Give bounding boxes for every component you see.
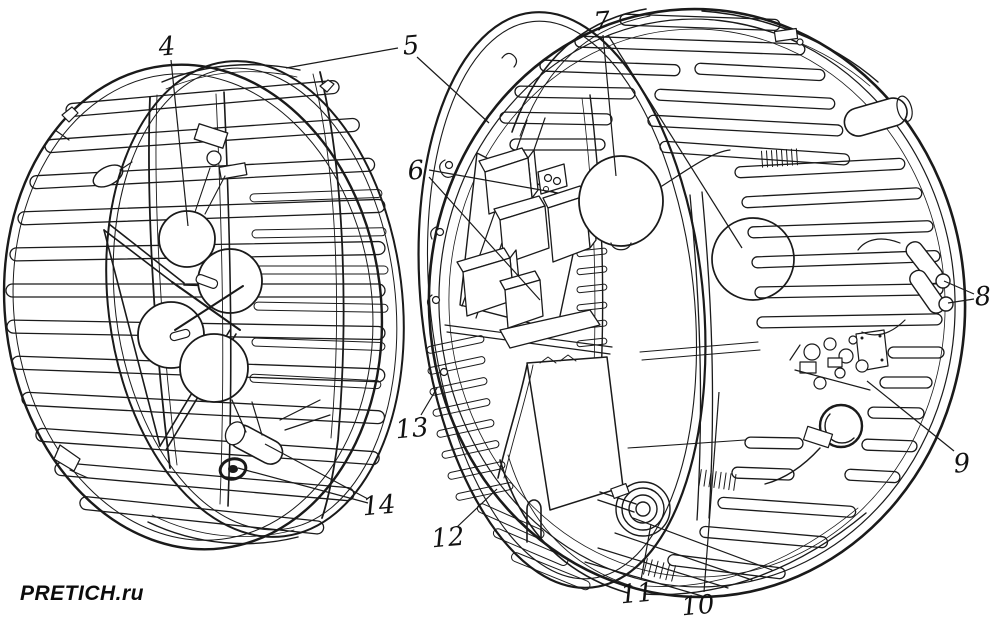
right-drum-panels: [497, 309, 624, 511]
callout-11-leader: [640, 523, 652, 581]
left-drum-bottom-pods: [218, 399, 331, 481]
callout-11: 11: [619, 578, 655, 611]
callout-8-leader: [947, 298, 975, 304]
right-drum-rim-cylinders: [857, 238, 954, 336]
callout-14-leader: [237, 467, 369, 504]
callout-5-leader: [416, 56, 490, 124]
right-drum-frame: [584, 191, 773, 597]
rim-brackets: [426, 27, 804, 543]
callout-12-leader: [456, 488, 498, 528]
callout-6-leader: [428, 169, 559, 194]
right-drum-ribs: [426, 13, 945, 591]
callout-4-leader: [170, 59, 189, 227]
right-drum-outer-rim: [427, 7, 967, 599]
callout-6-leader: [428, 176, 541, 301]
right-drum-equipment-boxes: [444, 117, 613, 355]
callout-12: 12: [430, 522, 466, 555]
left-drum-ribs: [5, 80, 389, 535]
left-drum-spherical-tanks: [137, 210, 263, 403]
left-drum: [2, 60, 405, 551]
louver-patches: [643, 148, 799, 582]
right-drum-top-capsule: [843, 95, 913, 137]
callout-9-leader: [866, 380, 955, 452]
pod: [92, 164, 124, 188]
right-drum-sphere-tank: [578, 149, 731, 251]
callout-5: 5: [401, 30, 420, 61]
callout-6: 6: [406, 155, 425, 186]
left-drum-top-fittings: [54, 79, 335, 215]
sphere-tank-hidden: [711, 217, 795, 301]
callout-4: 4: [156, 31, 176, 62]
callout-10: 10: [680, 590, 716, 619]
watermark: PRETICH.ru: [20, 582, 145, 605]
right-drum-machinery: [789, 329, 889, 391]
left-drum-front-rim: [105, 60, 405, 538]
right-drum-nozzle: [764, 403, 864, 485]
callout-14-leader: [264, 443, 369, 500]
callout-13: 13: [394, 413, 430, 446]
callout-7: 7: [592, 6, 612, 37]
callout-14: 14: [361, 490, 397, 523]
callout-13-leader: [420, 387, 438, 416]
left-drum-foot: [53, 444, 89, 479]
callout-5-leader: [285, 47, 399, 69]
right-drum-motor: [597, 481, 671, 537]
sphere-tank: [179, 333, 249, 403]
callout-10-leader: [703, 391, 720, 593]
right-drum: [417, 7, 967, 599]
callout-7-leader: [602, 34, 617, 177]
bolt-bracket: [537, 163, 568, 195]
nozzle-ring: [218, 457, 248, 481]
callout-9: 9: [952, 448, 971, 479]
right-drum-front-rim: [417, 11, 707, 589]
callout-7-leader: [607, 34, 743, 249]
left-drum-ring-arcs: [147, 63, 301, 545]
callouts: 4 5 6 7 8 9 10 11 12 13 14: [156, 6, 992, 619]
callout-8: 8: [973, 281, 992, 312]
callout-8-leader: [943, 280, 975, 295]
